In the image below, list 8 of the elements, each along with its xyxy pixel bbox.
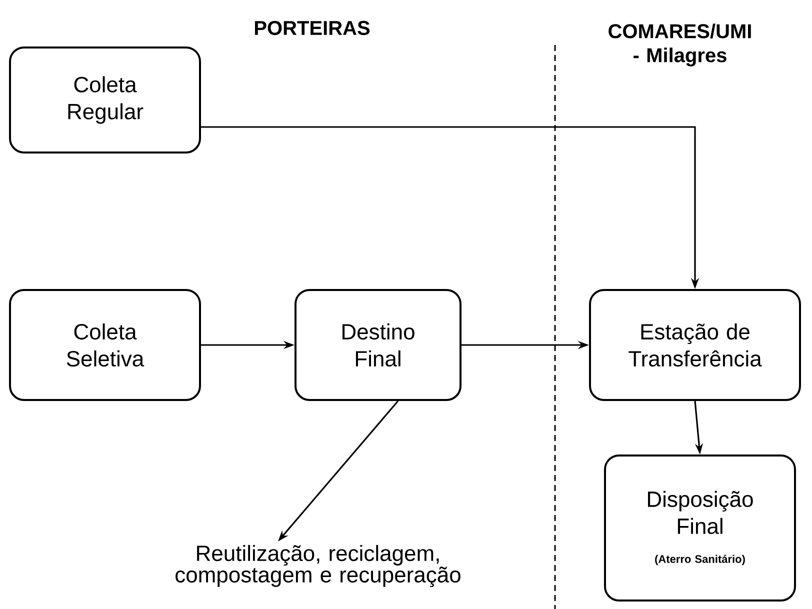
process-box: Disposição Final (Aterro Sanitário) (604, 454, 796, 602)
column-heading: COMARES/UMI - Milagres (608, 24, 751, 66)
process-box: Coleta Seletiva (9, 289, 201, 401)
process-box: Destino Final (294, 289, 462, 401)
process-box: Estação de Transferência (589, 289, 801, 401)
outcome-text: Reutilização, reciclagem, compostagem e recuperação (176, 544, 460, 587)
process-box: Coleta Regular (9, 46, 201, 154)
column-heading: PORTEIRAS (255, 20, 370, 36)
